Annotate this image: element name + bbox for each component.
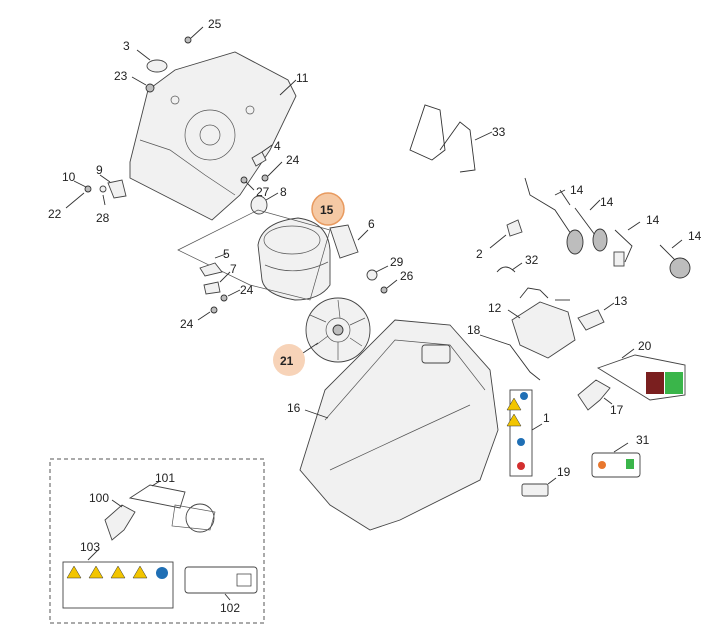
warning-label-part (596, 348, 686, 401)
control-unit-part (507, 287, 576, 359)
label-11: 11 (296, 71, 309, 85)
snap-ring-part (496, 262, 523, 273)
label-13: 13 (614, 294, 628, 308)
label-23: 23 (114, 69, 128, 83)
small-label-part (521, 477, 557, 497)
label-14-a: 14 (570, 183, 584, 197)
label-101: 101 (155, 471, 175, 485)
label-27: 27 (256, 185, 270, 199)
label-102: 102 (220, 601, 240, 615)
label-33: 33 (492, 125, 506, 139)
label-22: 22 (48, 207, 62, 221)
bracket-part (65, 174, 127, 209)
label-17: 17 (610, 403, 624, 417)
switch-cable-part (524, 177, 691, 279)
label-9: 9 (96, 163, 103, 177)
fan-wheel-part (299, 297, 371, 363)
label-19: 19 (557, 465, 571, 479)
safety-label-sheet-part (506, 389, 543, 477)
handle-bar-part (409, 104, 493, 173)
terminal-part (197, 253, 241, 321)
label-1: 1 (543, 411, 550, 425)
label-10: 10 (62, 170, 76, 184)
label-16: 16 (287, 401, 301, 415)
label-29: 29 (390, 255, 404, 269)
label-100: 100 (89, 491, 109, 505)
label-26: 26 (400, 269, 414, 283)
motor-part (257, 217, 369, 301)
motor-housing-part (129, 51, 297, 221)
label-4: 4 (274, 139, 281, 153)
lever-part (577, 379, 613, 411)
label-14-d: 14 (688, 229, 702, 243)
nut-part (131, 76, 155, 93)
washer-part (366, 265, 398, 294)
label-2: 2 (476, 247, 483, 261)
label-15: 15 (320, 203, 334, 217)
label-12: 12 (488, 301, 502, 315)
info-label-part (591, 442, 641, 478)
label-6: 6 (368, 217, 375, 231)
accessory-inset-box (49, 458, 265, 624)
label-21: 21 (280, 354, 294, 368)
label-14-c: 14 (646, 213, 660, 227)
label-3: 3 (123, 39, 130, 53)
cap-part (489, 219, 523, 249)
highlight-21 (273, 344, 305, 376)
label-20: 20 (638, 339, 652, 353)
label-7: 7 (230, 262, 237, 276)
screw-icon (184, 26, 204, 44)
label-31: 31 (636, 433, 650, 447)
label-24-a: 24 (286, 153, 300, 167)
grass-box-hood-part (299, 319, 499, 531)
rod-part (479, 334, 541, 381)
seal-ring-part (136, 49, 168, 73)
cover-plate-part (577, 302, 615, 331)
clip-part (240, 144, 283, 215)
label-5: 5 (223, 247, 230, 261)
label-18: 18 (467, 323, 481, 337)
label-24-c: 24 (180, 317, 194, 331)
highlight-15 (311, 192, 345, 226)
label-32: 32 (525, 253, 539, 267)
part-labels: 25 3 23 11 4 24 9 10 27 8 22 28 15 6 5 7… (48, 17, 702, 615)
label-24-b: 24 (240, 283, 254, 297)
label-14-b: 14 (600, 195, 614, 209)
label-25: 25 (208, 17, 222, 31)
label-103: 103 (80, 540, 100, 554)
label-8: 8 (280, 185, 287, 199)
label-28: 28 (96, 211, 110, 225)
